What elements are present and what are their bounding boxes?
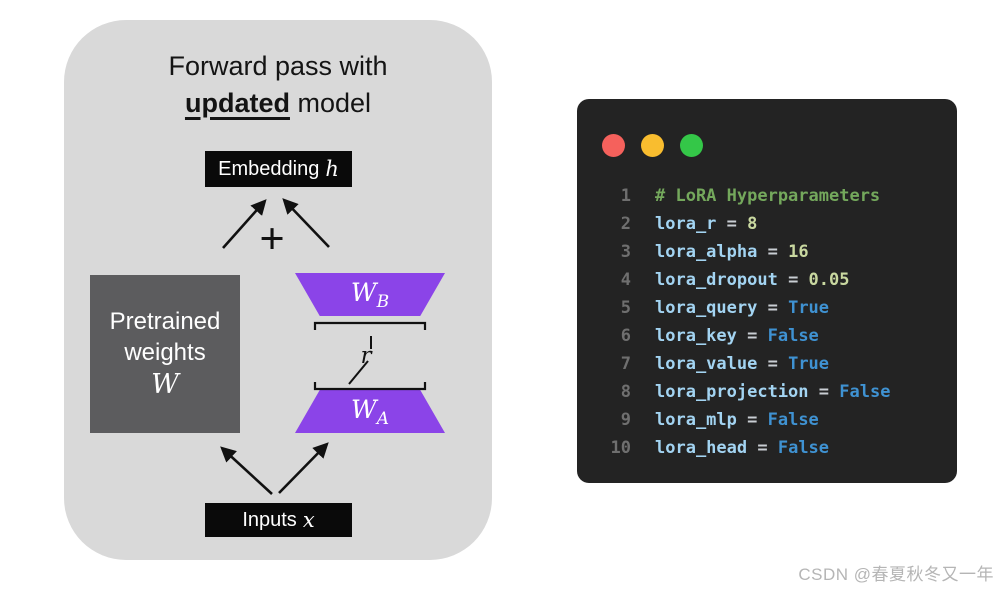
code-line: 9 lora_mlp = False <box>577 406 957 434</box>
token-variable: lora_mlp <box>655 410 737 430</box>
token-operator: = <box>777 270 809 290</box>
token-number: 8 <box>747 214 758 234</box>
embedding-box: Embedding h <box>205 151 352 187</box>
code-line: 3 lora_alpha = 16 <box>577 238 957 266</box>
code-line: 2 lora_r = 8 <box>577 210 957 238</box>
code-text: # LoRA Hyperparameters <box>655 186 880 206</box>
wa-label: WA <box>351 394 389 429</box>
token-variable: lora_key <box>655 326 737 346</box>
plus-sign: + <box>259 215 285 263</box>
token-boolean: True <box>788 354 830 374</box>
pretrained-weights-box: Pretrained weights W <box>90 275 240 433</box>
code-line: 4 lora_dropout = 0.05 <box>577 266 957 294</box>
token-operator: = <box>757 298 789 318</box>
code-line: 5 lora_query = True <box>577 294 957 322</box>
token-operator: = <box>757 242 789 262</box>
token-boolean: True <box>788 298 830 318</box>
inputs-box: Inputs x <box>205 503 352 537</box>
token-variable: lora_dropout <box>655 270 778 290</box>
title-line2: updated model <box>64 85 492 122</box>
code-text: lora_alpha = 16 <box>655 242 809 262</box>
code-text: lora_mlp = False <box>655 410 819 430</box>
token-operator: = <box>716 214 748 234</box>
line-number: 7 <box>620 354 631 374</box>
lora-wb-trapezoid: WB <box>295 273 445 316</box>
embedding-symbol-h: h <box>325 157 339 181</box>
line-number: 6 <box>620 326 631 346</box>
token-operator: = <box>747 438 778 458</box>
token-boolean: False <box>777 438 830 458</box>
line-number: 10 <box>610 438 631 458</box>
close-window-button[interactable] <box>602 134 625 157</box>
embedding-label: Embedding <box>218 157 320 180</box>
token-variable: lora_alpha <box>655 242 758 262</box>
token-operator: = <box>736 326 768 346</box>
inputs-label: Inputs <box>242 508 297 531</box>
csdn-watermark: CSDN @春夏秋冬又一年 <box>798 565 994 584</box>
line-number: 1 <box>620 186 631 206</box>
token-variable: lora_query <box>655 298 758 318</box>
code-line: 1 # LoRA Hyperparameters <box>577 182 957 210</box>
inputs-symbol-x: x <box>302 508 315 532</box>
window-controls <box>602 134 703 157</box>
token-variable: lora_projection <box>655 382 809 402</box>
code-text: lora_head = False <box>655 438 829 458</box>
code-line: 10 lora_head = False <box>577 434 957 462</box>
code-line: 7 lora_value = True <box>577 350 957 378</box>
token-operator: = <box>736 410 768 430</box>
code-text: lora_projection = False <box>655 382 890 402</box>
token-comment: # LoRA Hyperparameters <box>655 186 881 206</box>
code-line: 8 lora_projection = False <box>577 378 957 406</box>
code-text: lora_query = True <box>655 298 829 318</box>
code-line: 6 lora_key = False <box>577 322 957 350</box>
minimize-window-button[interactable] <box>641 134 664 157</box>
token-operator: = <box>808 382 840 402</box>
token-number: 16 <box>788 242 809 262</box>
token-variable: lora_value <box>655 354 758 374</box>
code-text: lora_key = False <box>655 326 819 346</box>
line-number: 8 <box>620 382 631 402</box>
title-rest: model <box>289 88 372 118</box>
line-number: 3 <box>620 242 631 262</box>
code-text: lora_value = True <box>655 354 829 374</box>
rank-r-label: r <box>360 343 372 369</box>
code-text: lora_r = 8 <box>655 214 757 234</box>
wb-label: WB <box>350 277 390 312</box>
pretrained-line2: weights <box>124 339 206 366</box>
token-boolean: False <box>767 410 819 430</box>
maximize-window-button[interactable] <box>680 134 703 157</box>
lora-wa-trapezoid: WA <box>295 390 445 433</box>
pretrained-line1: Pretrained <box>109 308 221 335</box>
diagram-title: Forward pass with updated model <box>64 48 492 122</box>
line-number: 2 <box>620 214 631 234</box>
code-lines: 1 # LoRA Hyperparameters 2 lora_r = 8 3 lora_… <box>577 182 957 462</box>
token-operator: = <box>757 354 789 374</box>
code-text: lora_dropout = 0.05 <box>655 270 850 290</box>
code-window: 1 # LoRA Hyperparameters 2 lora_r = 8 3 lora_… <box>577 99 957 483</box>
token-variable: lora_r <box>655 214 717 234</box>
line-number: 5 <box>620 298 631 318</box>
title-updated-word: updated <box>184 88 290 118</box>
line-number: 4 <box>620 270 631 290</box>
line-number: 9 <box>620 410 631 430</box>
token-variable: lora_head <box>655 438 748 458</box>
token-number: 0.05 <box>808 270 850 290</box>
title-line1: Forward pass with <box>168 51 388 81</box>
token-boolean: False <box>839 382 891 402</box>
token-boolean: False <box>767 326 819 346</box>
pretrained-symbol-w: W <box>151 369 179 400</box>
